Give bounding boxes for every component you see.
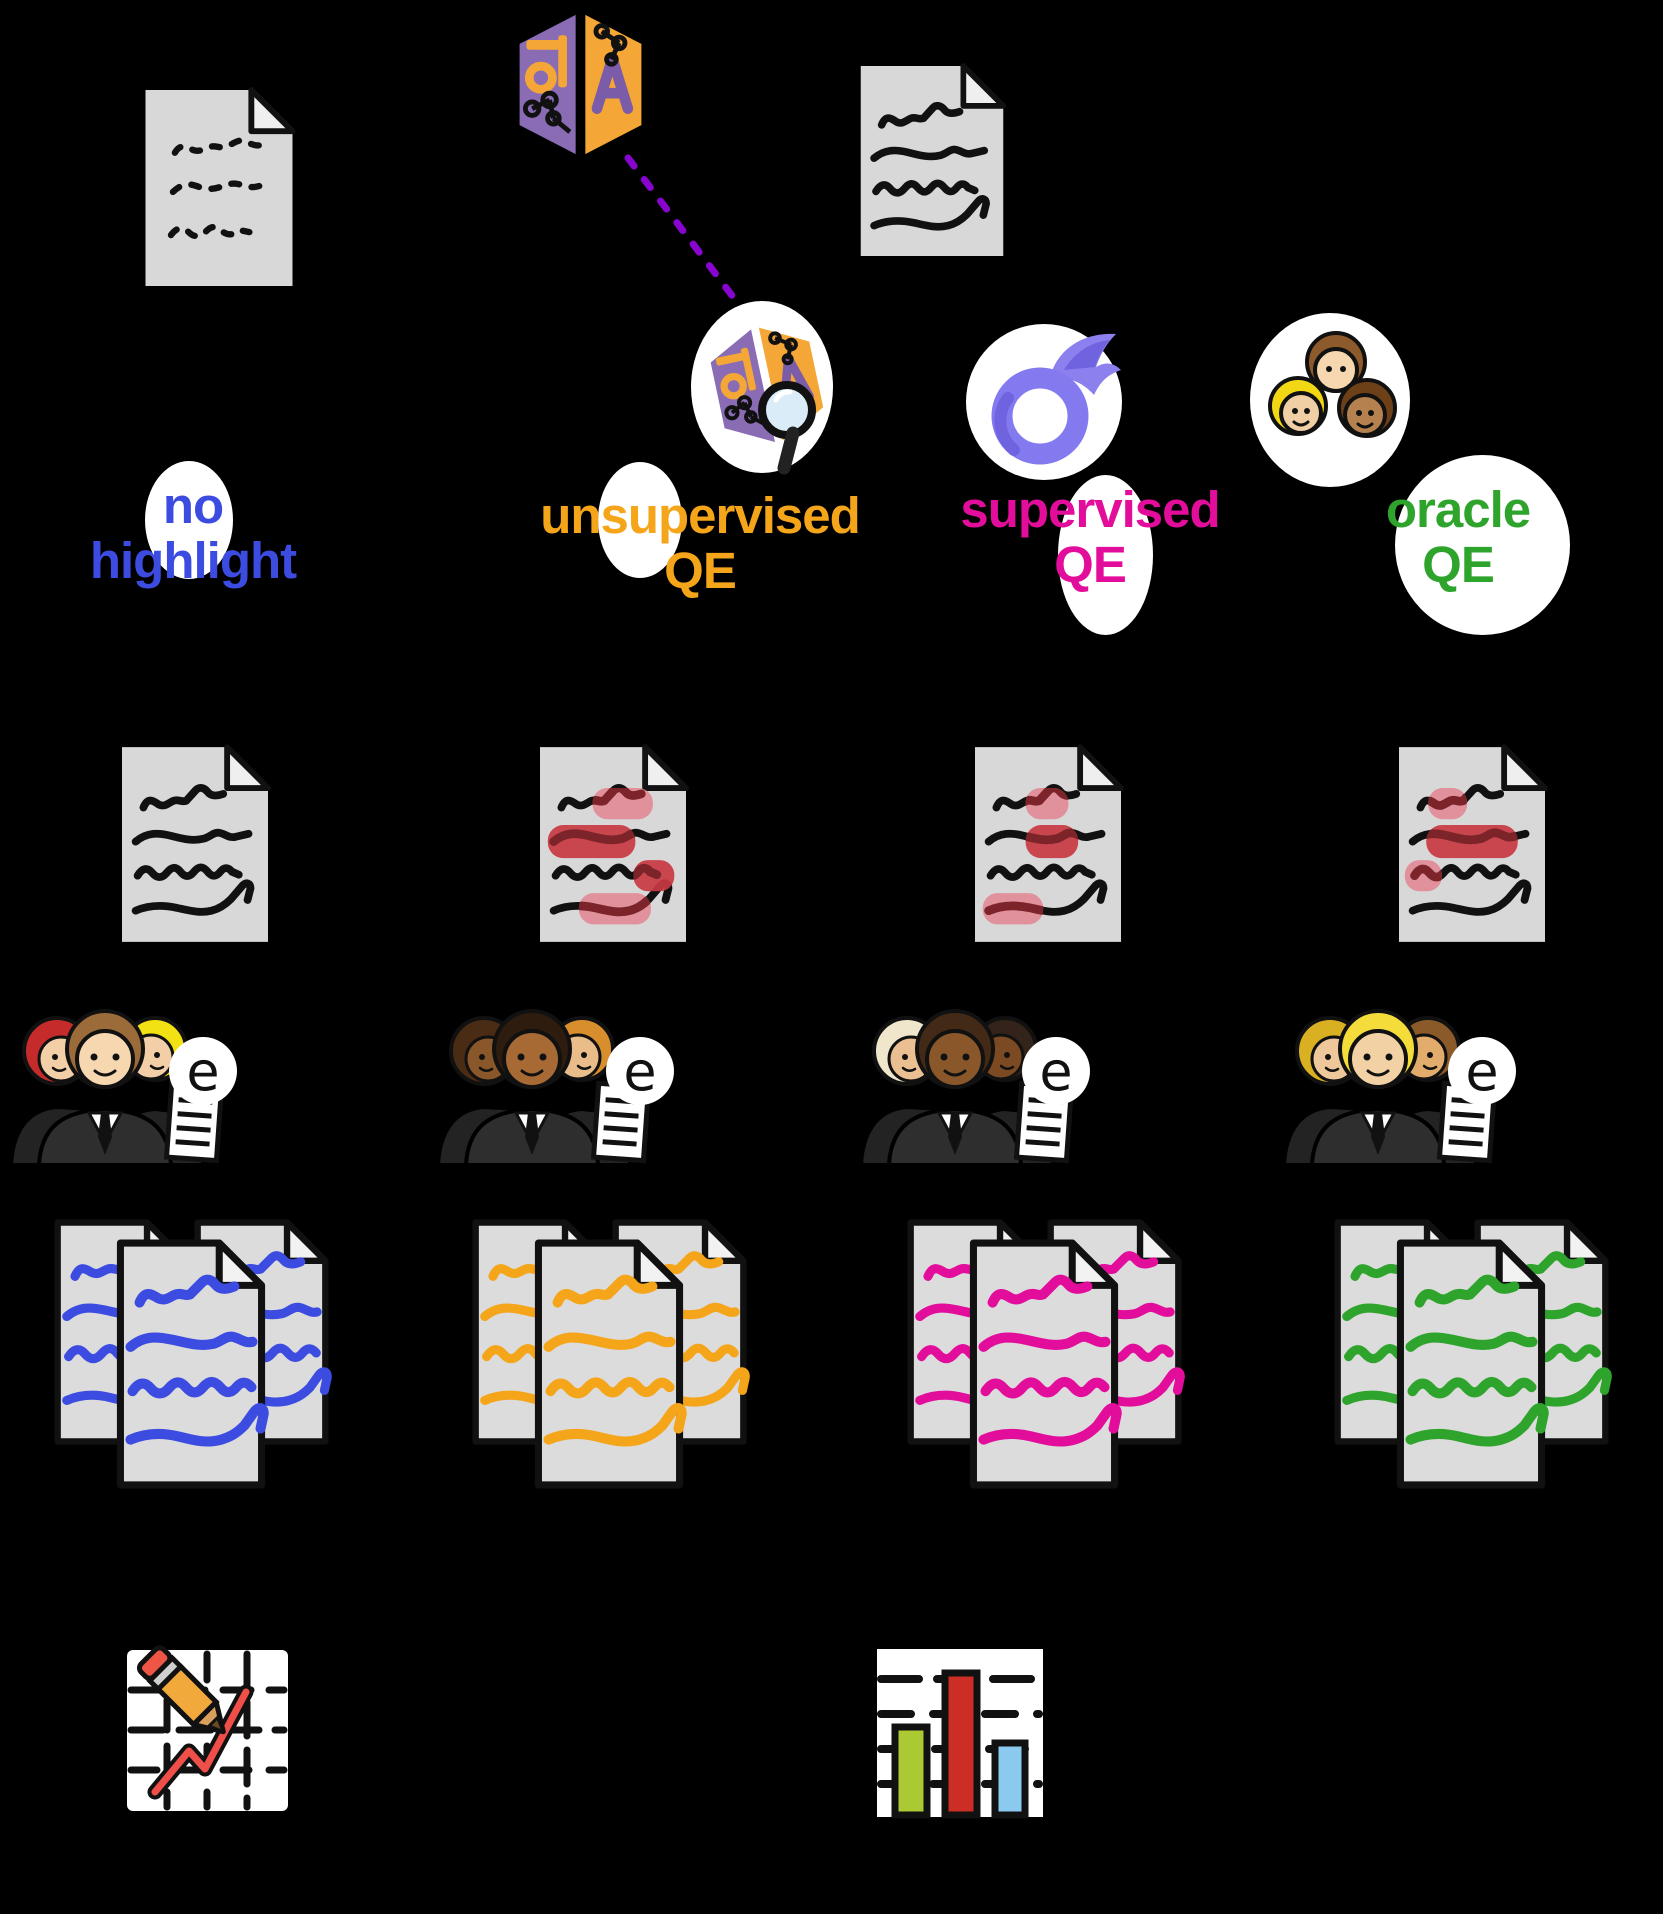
results-bar-chart-icon	[877, 1649, 1043, 1819]
bar-green	[891, 1723, 931, 1819]
mt-document-oracle-highlights	[1399, 745, 1545, 944]
post-edit-letter-circle-1: e	[169, 1037, 237, 1105]
edited-documents-stack-no-highlight	[45, 1218, 345, 1493]
post-edit-letter-circle-2: e	[606, 1037, 674, 1105]
highlight-marks	[547, 788, 675, 925]
bar-blue	[991, 1739, 1029, 1819]
label-line: highlight	[89, 532, 297, 590]
mt-document-supervised-highlights	[975, 745, 1121, 944]
source-document-icon	[140, 90, 298, 286]
label-blob-supervised	[1058, 475, 1153, 635]
pencil-icon	[136, 1645, 226, 1735]
edited-documents-stack-oracle	[1325, 1218, 1625, 1493]
comet-icon	[966, 324, 1122, 480]
method-label-supervised-qe: supervised QE	[880, 482, 1300, 592]
label-line: QE	[1422, 536, 1495, 594]
label-line: no	[162, 477, 224, 534]
post-edit-letter: e	[1039, 1039, 1073, 1103]
label-blob-no-highlight	[145, 461, 233, 579]
label-blob-oracle	[1395, 455, 1570, 635]
edited-documents-stack-unsupervised	[463, 1218, 763, 1493]
label-line: unsupervised	[540, 487, 861, 544]
dashed-connector	[624, 154, 756, 326]
method-label-no-highlight: no highlight	[43, 478, 343, 588]
method-label-unsupervised-qe: unsupervised QE	[490, 488, 910, 598]
highlight-marks	[1404, 788, 1518, 892]
oracle-annotators-icon	[1250, 313, 1410, 487]
label-line: supervised	[960, 481, 1220, 538]
method-label-oracle-qe: oracle QE	[1248, 482, 1663, 592]
bar-red	[941, 1669, 981, 1819]
highlight-marks	[982, 788, 1079, 925]
unsupervised-qe-icon	[691, 301, 833, 475]
edit-grid-icon	[127, 1645, 288, 1811]
translated-document-icon	[855, 66, 1009, 256]
label-line: QE	[664, 542, 737, 600]
label-blob-unsupervised	[598, 462, 682, 578]
mt-document-no-highlight	[122, 745, 268, 944]
mt-document-unsupervised-highlights	[540, 745, 686, 944]
label-line: oracle	[1385, 481, 1531, 538]
post-edit-letter-circle-3: e	[1022, 1037, 1090, 1105]
post-edit-letter-circle-4: e	[1448, 1037, 1516, 1105]
label-line: QE	[1054, 536, 1127, 594]
post-edit-letter: e	[186, 1039, 220, 1103]
post-edit-letter: e	[1465, 1039, 1499, 1103]
edited-documents-stack-supervised	[898, 1218, 1198, 1493]
magnifier-icon	[758, 381, 816, 475]
translation-model-icon	[508, 12, 653, 157]
post-edit-letter: e	[623, 1039, 657, 1103]
